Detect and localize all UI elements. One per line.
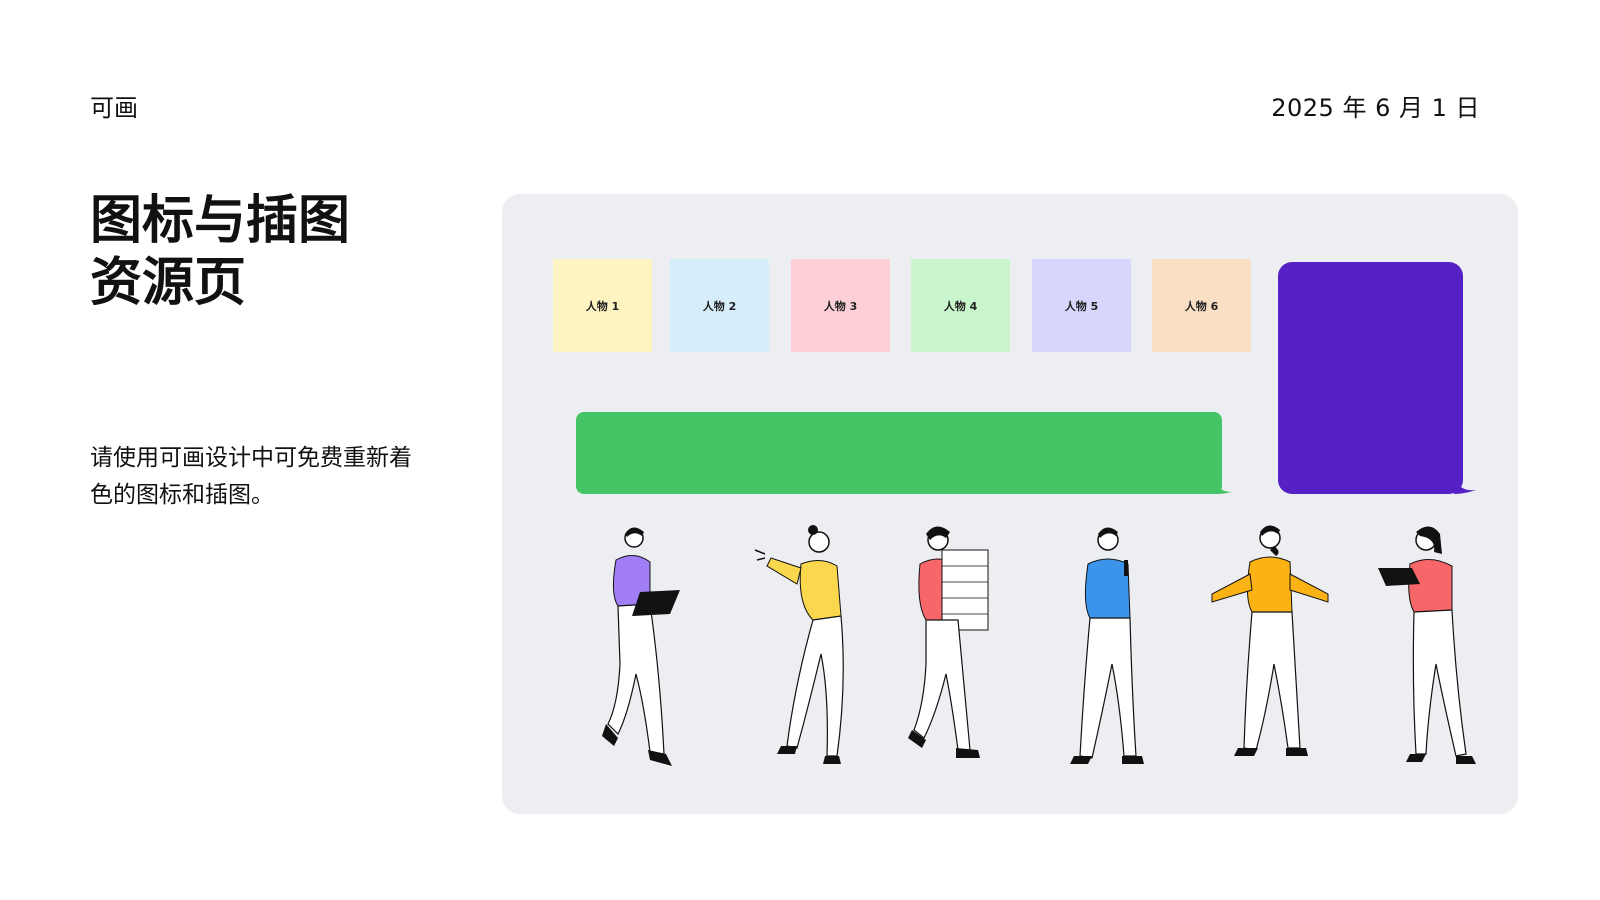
green-speech-bubble[interactable]: [576, 412, 1232, 494]
bubble-tail-icon: [1454, 476, 1476, 494]
page-title: 图标与插图 资源页: [90, 191, 351, 313]
color-swatch-6[interactable]: 人物 6: [1152, 259, 1251, 352]
swatch-label: 人物 1: [585, 299, 620, 313]
brand-name: 可画: [90, 94, 138, 122]
page-description: 请使用可画设计中可免费重新着色的图标和插图。: [90, 445, 412, 508]
person-carrying-papers-icon[interactable]: [902, 524, 1012, 774]
color-swatch-4[interactable]: 人物 4: [911, 259, 1010, 352]
swatch-label: 人物 4: [943, 299, 978, 313]
date-label: 2025 年 6 月 1 日: [1271, 94, 1480, 122]
color-swatch-5[interactable]: 人物 5: [1032, 259, 1131, 352]
bubble-tail-icon: [1216, 480, 1232, 494]
person-microphone-icon[interactable]: [1052, 524, 1162, 774]
swatch-label: 人物 5: [1064, 299, 1099, 313]
person-laptop-standing-icon[interactable]: [1372, 524, 1482, 774]
person-laptop-walking-icon[interactable]: [592, 524, 702, 774]
color-swatch-2[interactable]: 人物 2: [670, 259, 769, 352]
purple-speech-bubble[interactable]: [1278, 262, 1476, 494]
color-swatch-3[interactable]: 人物 3: [791, 259, 890, 352]
illustration-panel: 人物 1 人物 2 人物 3 人物 4 人物 5 人物 6: [502, 194, 1518, 814]
swatch-label: 人物 6: [1184, 299, 1219, 313]
color-swatch-1[interactable]: 人物 1: [553, 259, 652, 352]
person-shrugging-icon[interactable]: [1192, 524, 1342, 774]
person-gesturing-icon[interactable]: [737, 524, 867, 774]
swatch-label: 人物 2: [702, 299, 737, 313]
swatch-label: 人物 3: [823, 299, 858, 313]
people-illustrations: [562, 524, 1476, 804]
